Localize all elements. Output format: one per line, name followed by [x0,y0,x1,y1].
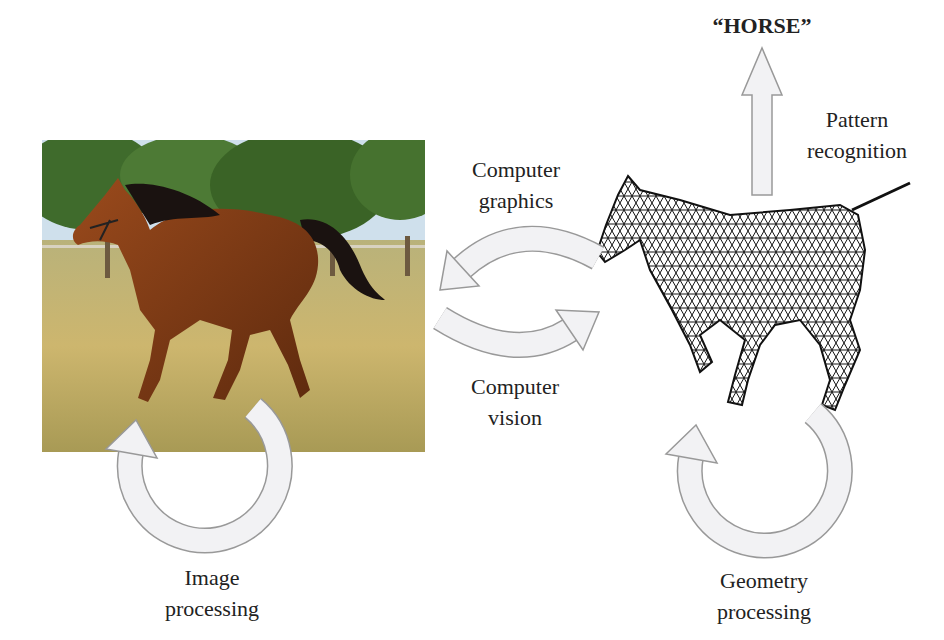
horse-photo [42,140,425,452]
result-label: “HORSE” [712,10,811,41]
graphics-arrow [440,239,598,290]
process-label: Computer graphics [472,154,560,216]
loop-arrow [106,408,280,540]
process-label: Geometry processing [717,565,811,627]
process-label: Pattern recognition [807,104,907,166]
mesh-horse [590,170,910,415]
process-label: Computer vision [471,371,559,433]
up-arrow [742,48,782,195]
vision-arrow [440,310,599,350]
loop-arrow [666,413,840,545]
process-label: Image processing [165,562,259,624]
